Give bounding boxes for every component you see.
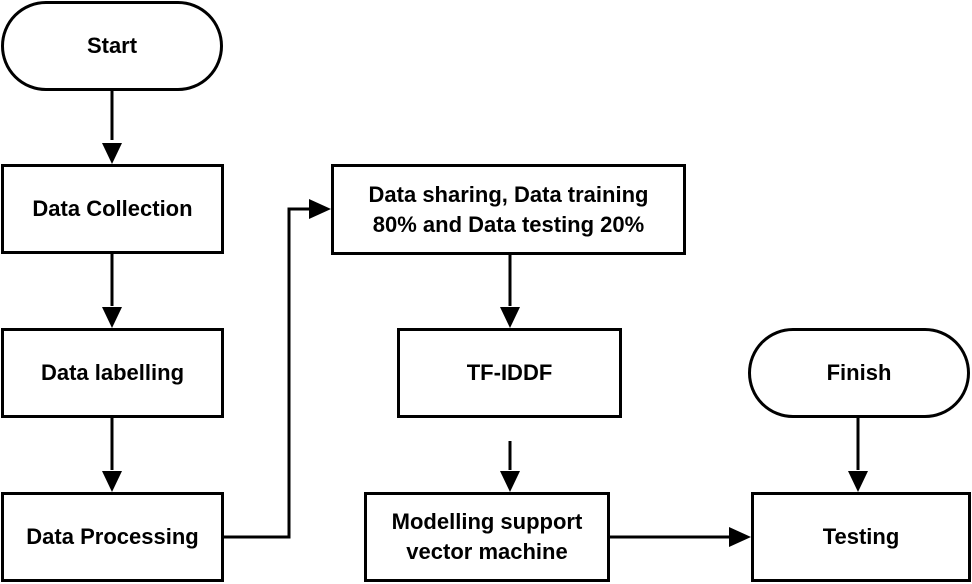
data-labelling-node: Data labelling <box>1 328 224 418</box>
arrowhead <box>102 307 122 328</box>
data-sharing-label: Data sharing, Data training 80% and Data… <box>368 181 649 237</box>
testing-node: Testing <box>751 492 971 582</box>
svm-node: Modelling support vector machine <box>364 492 610 582</box>
start-node: Start <box>1 1 223 91</box>
data-labelling-label: Data labelling <box>40 360 185 385</box>
data-sharing-node: Data sharing, Data training 80% and Data… <box>331 164 686 255</box>
finish-label: Finish <box>826 360 892 385</box>
finish-node: Finish <box>748 328 970 418</box>
arrowhead <box>102 471 122 492</box>
arrowhead <box>500 471 520 492</box>
arrowhead <box>729 527 751 547</box>
tf-iddf-label: TF-IDDF <box>466 360 553 385</box>
svm-label: Modelling support vector machine <box>391 509 583 564</box>
data-collection-label: Data Collection <box>32 196 193 221</box>
arrowhead <box>102 143 122 164</box>
testing-label: Testing <box>822 524 900 549</box>
arrowhead <box>848 471 868 492</box>
data-processing-label: Data Processing <box>26 524 199 549</box>
arrowhead <box>309 199 331 219</box>
tf-iddf-node: TF-IDDF <box>397 328 622 418</box>
edge-data-processing-to-data-sharing <box>224 207 310 539</box>
arrowhead <box>500 307 520 328</box>
data-collection-node: Data Collection <box>1 164 224 254</box>
data-processing-node: Data Processing <box>1 492 224 582</box>
start-label: Start <box>86 33 138 58</box>
